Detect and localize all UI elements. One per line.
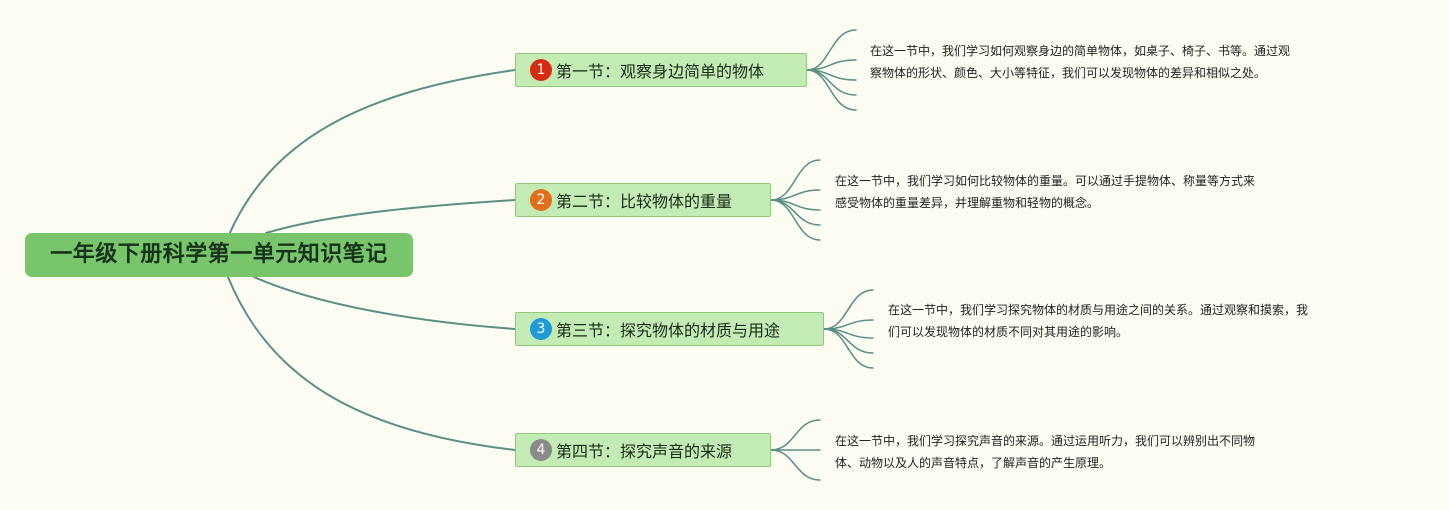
note-fan-2	[770, 159, 821, 241]
branch-line-1	[227, 69, 516, 238]
section-title-1: 第一节：观察身边简单的物体	[556, 62, 765, 81]
note-line: 在这一节中，我们学习如何观察身边的简单物体，如桌子、椅子、书等。通过观	[870, 44, 1291, 58]
section-title-2: 第二节：比较物体的重量	[556, 192, 733, 211]
number-badge-2-icon: 2	[530, 189, 552, 211]
root-topic-label: 一年级下册科学第一单元知识笔记	[50, 242, 388, 267]
number-badge-1-icon: 1	[530, 59, 552, 81]
note-fan-3	[823, 289, 874, 369]
section-node-2[interactable]: 2 第二节：比较物体的重量	[515, 183, 771, 217]
note-line: 在这一节中，我们学习探究物体的材质与用途之间的关系。通过观察和摸索，我	[888, 303, 1309, 317]
section-title-3: 第三节：探究物体的材质与用途	[556, 321, 781, 340]
section-node-1[interactable]: 1 第一节：观察身边简单的物体	[515, 53, 807, 87]
section-title-4: 第四节：探究声音的来源	[556, 442, 733, 461]
note-line: 感受物体的重量差异，并理解重物和轻物的概念。	[835, 196, 1100, 210]
note-line: 在这一节中，我们学习探究声音的来源。通过运用听力，我们可以辨别出不同物	[835, 434, 1256, 448]
number-badge-4-icon: 4	[530, 439, 552, 461]
section-note-2: 在这一节中，我们学习如何比较物体的重量。可以通过手提物体、称量等方式来 感受物体…	[835, 170, 1255, 214]
note-line: 们可以发现物体的材质不同对其用途的影响。	[888, 325, 1129, 339]
section-note-3: 在这一节中，我们学习探究物体的材质与用途之间的关系。通过观察和摸索，我 们可以发…	[888, 299, 1308, 343]
note-fan-4	[770, 419, 821, 481]
note-line: 察物体的形状、颜色、大小等特征，我们可以发现物体的差异和相似之处。	[870, 66, 1267, 80]
section-note-4: 在这一节中，我们学习探究声音的来源。通过运用听力，我们可以辨别出不同物 体、动物…	[835, 430, 1255, 474]
branch-line-2	[265, 199, 516, 234]
note-line: 体、动物以及人的声音特点，了解声音的产生原理。	[835, 456, 1112, 470]
note-line: 在这一节中，我们学习如何比较物体的重量。可以通过手提物体、称量等方式来	[835, 174, 1256, 188]
number-badge-3-icon: 3	[530, 318, 552, 340]
root-topic[interactable]: 一年级下册科学第一单元知识笔记	[25, 233, 413, 277]
branch-line-4	[227, 276, 516, 451]
section-note-1: 在这一节中，我们学习如何观察身边的简单物体，如桌子、椅子、书等。通过观 察物体的…	[870, 40, 1290, 84]
section-node-3[interactable]: 3 第三节：探究物体的材质与用途	[515, 312, 824, 346]
note-fan-1	[806, 29, 857, 111]
section-node-4[interactable]: 4 第四节：探究声音的来源	[515, 433, 771, 467]
branch-line-3	[253, 276, 516, 330]
